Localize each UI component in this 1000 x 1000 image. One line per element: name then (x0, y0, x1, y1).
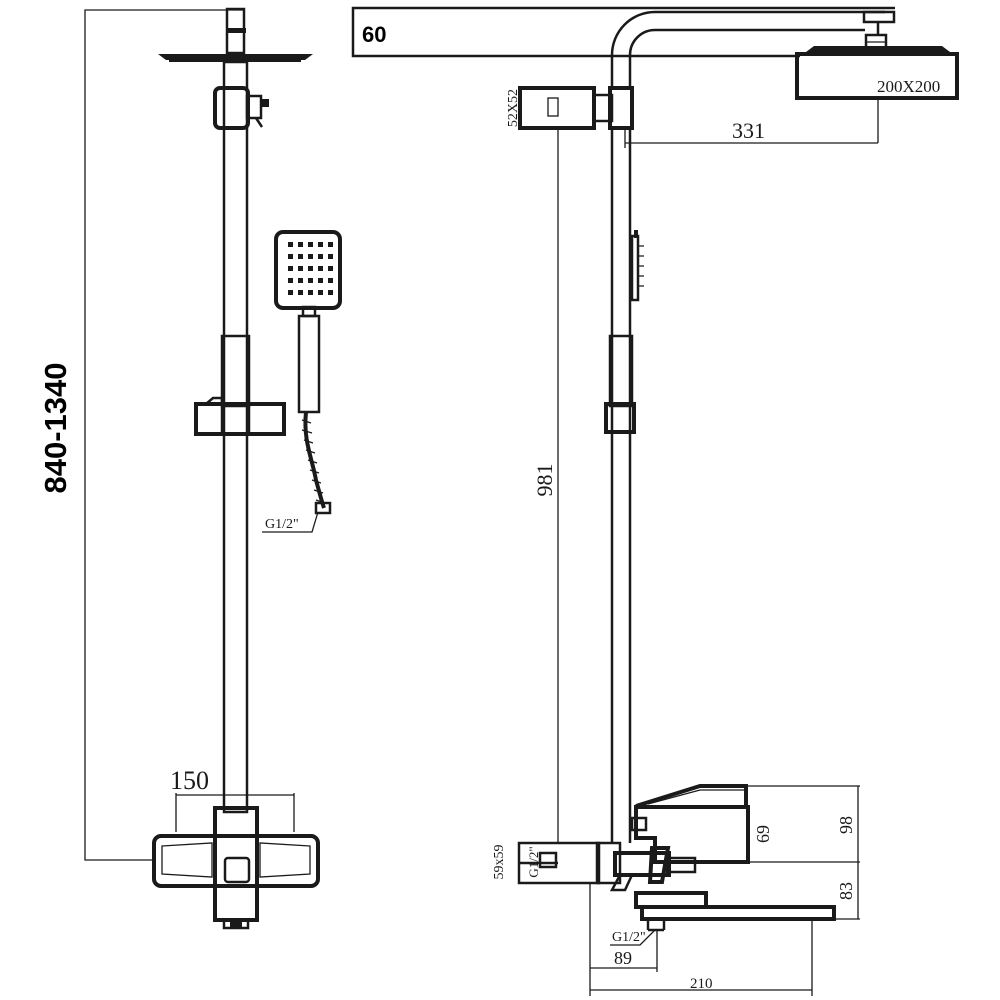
spout-offset-label: 89 (614, 948, 632, 968)
height-dimension-line (84, 9, 245, 861)
mixer-size-label: 59x59 (492, 845, 507, 880)
hand-shower-nozzle-grid (288, 242, 333, 295)
spout-height-dimensions (700, 785, 860, 920)
side-hand-shower (630, 230, 644, 302)
spout-inlet-label: G1/2" (612, 930, 646, 945)
side-riser-pipe (604, 128, 636, 843)
spout-height-label: 98 (836, 816, 856, 834)
top-offset-dimension-box (351, 6, 895, 58)
front-mixer-body (152, 806, 320, 930)
diverter-size-label: 52X52 (506, 89, 521, 127)
head-size-label: 200X200 (877, 77, 940, 96)
front-slide-pipe-section (220, 334, 251, 408)
spout-reach-dimensions (589, 883, 813, 996)
riser-length-label: 981 (532, 464, 557, 497)
side-view: 60 200X200 331 52X52 (351, 6, 959, 996)
side-mixer (517, 841, 697, 892)
arm-length-label: 331 (732, 118, 765, 143)
top-offset-label: 60 (362, 22, 386, 47)
mixer-inlet-label: G1/2" (526, 846, 541, 877)
mixer-centers-dimension (175, 793, 295, 832)
side-diverter (518, 86, 634, 130)
bath-spout (630, 784, 836, 932)
front-shower-holder (194, 396, 286, 436)
spout-reach-label: 210 (690, 976, 713, 992)
mixer-centers-label: 150 (170, 766, 209, 795)
hand-shower (274, 230, 342, 414)
spout-inlet-leader (610, 929, 656, 946)
front-view: 840-1340 (38, 7, 342, 930)
front-diverter-block (213, 86, 269, 130)
arm-length-dimension (624, 98, 879, 148)
front-riser-pipe (222, 60, 249, 814)
hand-shower-hose (262, 411, 332, 533)
handle-height-label: 69 (753, 825, 773, 843)
front-rain-shower-head (158, 7, 313, 62)
side-rain-shower-head (795, 46, 959, 100)
spout-drop-label: 83 (836, 882, 856, 900)
hand-shower-inlet-label: G1/2" (265, 517, 299, 532)
height-range-label: 840-1340 (38, 362, 73, 493)
